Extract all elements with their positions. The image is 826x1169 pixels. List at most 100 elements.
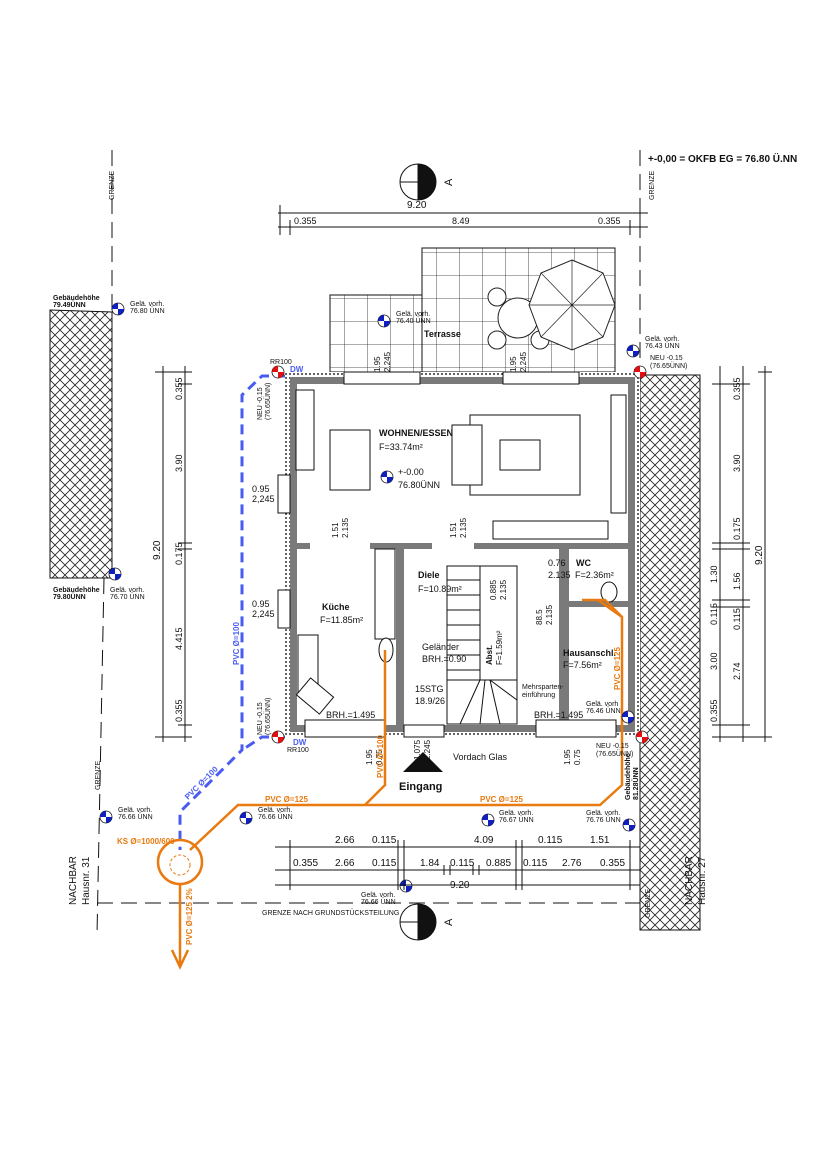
svg-text:0.175: 0.175	[174, 542, 184, 565]
dimension-labels: 9.20 0.355 8.49 0.355 9.20 0.355 3.90 0.…	[152, 200, 765, 891]
svg-text:76.80 ÜNN: 76.80 ÜNN	[130, 307, 165, 315]
opening-dim: 0.885	[489, 579, 498, 600]
pvc100-label: PVC Ø=100	[232, 622, 241, 665]
room-storage-area: F=1.59m²	[495, 630, 504, 665]
svg-text:3.90: 3.90	[174, 454, 184, 472]
opening-dim: 0.95	[252, 484, 270, 494]
svg-text:Gelä. vorh.: Gelä. vorh.	[130, 301, 164, 308]
svg-text:8.49: 8.49	[452, 216, 470, 226]
pvc125-label: PVC Ø=125	[265, 795, 308, 804]
neighbor-right-label: NACHBAR	[684, 856, 695, 905]
svg-text:Gelä. vorh.: Gelä. vorh.	[499, 810, 533, 817]
svg-text:1.30: 1.30	[709, 565, 719, 583]
rain-pipe-label: RR100	[287, 747, 309, 754]
neighbor-left-house: Hausnr. 31	[81, 856, 92, 905]
boundary-label: GRENZE	[649, 171, 656, 201]
svg-text:(76.65ÜNN): (76.65ÜNN)	[264, 698, 272, 735]
neighbor-left-building	[49, 309, 113, 579]
svg-text:0.355: 0.355	[598, 216, 621, 226]
building-height: Gebäudehöhe	[53, 587, 100, 594]
dimension-lines	[155, 205, 772, 890]
boundary-bottom-label: GRENZE NACH GRUNDSTÜCKSTEILUNG	[262, 909, 399, 917]
wc-door-width: 0.76	[548, 558, 566, 568]
entrance-arrow-icon	[403, 752, 443, 772]
svg-text:Gelä. vorh.: Gelä. vorh.	[110, 587, 144, 594]
svg-text:9.20: 9.20	[450, 880, 470, 891]
svg-text:Gelä. vorh.: Gelä. vorh.	[118, 807, 152, 814]
opening-dim: 2,245	[252, 494, 275, 504]
svg-text:76.67 ÜNN: 76.67 ÜNN	[499, 816, 534, 824]
opening-dim: 2.245	[519, 351, 528, 372]
svg-text:0.885: 0.885	[486, 858, 511, 869]
svg-text:2.76: 2.76	[562, 858, 582, 869]
svg-text:0.355: 0.355	[294, 216, 317, 226]
level-zero: +-0.00	[398, 467, 424, 477]
neighbor-left-label: NACHBAR	[68, 856, 79, 905]
opening-dim: 1.95	[563, 749, 572, 765]
building-height: Gebäudehöhe	[53, 295, 100, 302]
reference-level-note: +-0,00 = OKFB EG = 76.80 Ü.NN	[648, 152, 797, 165]
wc-door-height: 2.135	[548, 570, 571, 580]
boundary-label: GRENZE	[95, 761, 102, 791]
svg-text:76.40 ÜNN: 76.40 ÜNN	[396, 317, 431, 325]
pvc125-label: PVC Ø=125	[613, 647, 622, 690]
room-living-name: WOHNEN/ESSEN	[379, 428, 453, 438]
svg-text:(76.65ÜNN): (76.65ÜNN)	[264, 383, 272, 420]
building	[277, 371, 640, 738]
svg-text:9.20: 9.20	[407, 200, 427, 211]
svg-text:2.66: 2.66	[335, 858, 355, 869]
outlet-label: PVC Ø=125 2%	[185, 888, 194, 945]
room-living-area: F=33.74m²	[379, 442, 423, 452]
room-wc-area: F=2.36m²	[575, 570, 614, 580]
section-marker-bottom: A	[399, 903, 455, 941]
svg-text:76.66 ÜNN: 76.66 ÜNN	[361, 898, 396, 906]
opening-dim: 1.95	[509, 356, 518, 372]
svg-text:Gelä. vorh: Gelä. vorh	[586, 701, 618, 708]
boundary-label: GRENZE	[645, 889, 652, 919]
downpipe-label: DW	[293, 738, 307, 747]
opening-dim: 1.95	[365, 749, 374, 765]
rain-pipe-label: RR100	[270, 359, 292, 366]
svg-text:1.51: 1.51	[590, 835, 610, 846]
stair-ratio: 18.9/26	[415, 696, 445, 706]
opening-dim: 2.245	[423, 739, 432, 760]
waste-pipe	[156, 598, 624, 970]
svg-text:76.43 ÜNN: 76.43 ÜNN	[645, 342, 680, 350]
svg-text:A: A	[443, 918, 455, 926]
svg-text:4.09: 4.09	[474, 835, 494, 846]
terrace: Terrasse	[329, 247, 616, 373]
svg-text:0.355: 0.355	[709, 699, 719, 722]
room-kitchen-name: Küche	[322, 602, 350, 612]
opening-dim: 2.135	[499, 579, 508, 600]
opening-dim: 0.95	[252, 599, 270, 609]
svg-text:3.90: 3.90	[732, 454, 742, 472]
neighbor-right-building	[639, 374, 701, 931]
svg-text:Gelä. vorh.: Gelä. vorh.	[361, 892, 395, 899]
level-labels: Gelä. vorh.76.80 ÜNN Gelä. vorh.76.40 ÜN…	[110, 301, 687, 906]
svg-text:0.115: 0.115	[709, 603, 719, 625]
svg-text:NEU -0.15: NEU -0.15	[650, 355, 683, 362]
svg-text:Gelä. vorh.: Gelä. vorh.	[645, 336, 679, 343]
svg-text:NEU -0.15: NEU -0.15	[257, 387, 264, 420]
svg-text:1.84: 1.84	[420, 858, 440, 869]
svg-text:9.20: 9.20	[152, 540, 163, 560]
opening-dim: 88.5	[535, 609, 544, 625]
svg-text:0.355: 0.355	[174, 377, 184, 400]
opening-dim: 2.135	[341, 517, 350, 538]
svg-text:0.115: 0.115	[732, 608, 742, 630]
svg-text:3.00: 3.00	[709, 652, 719, 670]
svg-text:2.66: 2.66	[335, 835, 355, 846]
boundary-label: GRENZE	[109, 171, 116, 201]
svg-text:0.175: 0.175	[732, 517, 742, 540]
svg-text:0.355: 0.355	[174, 699, 184, 722]
svg-text:NEU -0.15: NEU -0.15	[257, 702, 264, 735]
svg-text:0.115: 0.115	[372, 835, 397, 846]
svg-text:76.46 ÜNN: 76.46 ÜNN	[586, 707, 621, 715]
opening-dim: 0.75	[573, 749, 582, 765]
building-height: 81.28ÜNN	[631, 767, 640, 800]
opening-dim: 2.135	[459, 517, 468, 538]
pvc125-label: PVC Ø=125	[480, 795, 523, 804]
svg-text:76.66 ÜNN: 76.66 ÜNN	[258, 813, 293, 821]
room-wc-name: WC	[576, 558, 591, 568]
